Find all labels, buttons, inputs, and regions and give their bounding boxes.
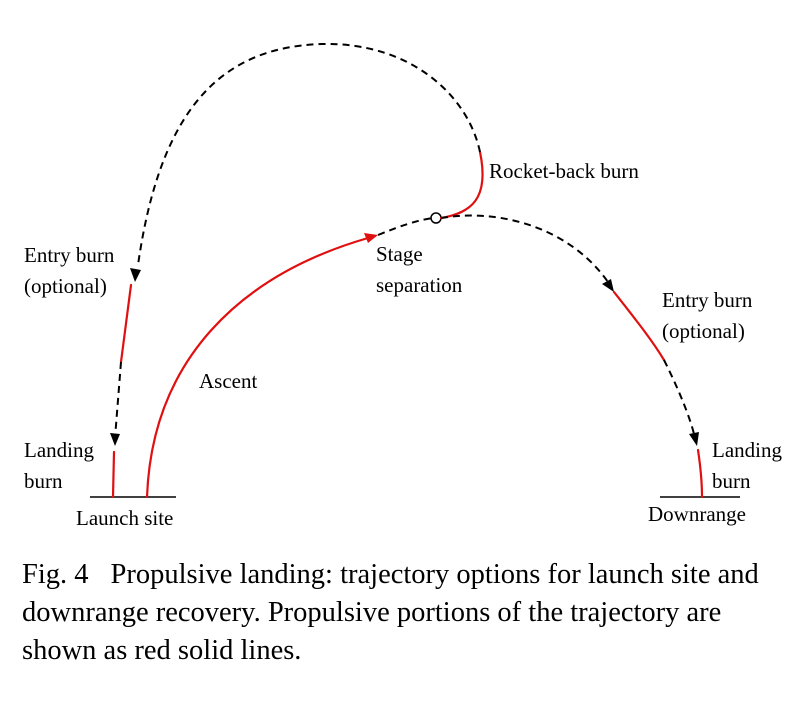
rocket-back-burn-path xyxy=(439,150,484,220)
figure-number: Fig. 4 xyxy=(22,559,89,590)
downrange-coast-path xyxy=(440,214,609,283)
ascent-path xyxy=(145,236,370,499)
trajectory-diagram: Rocket-back burn Stage separation Ascent… xyxy=(24,42,782,530)
left-landing-burn-label-line2: burn xyxy=(24,469,63,493)
caption-text: Propulsive landing: trajectory options f… xyxy=(22,559,759,666)
stage-separation-label-line1: Stage xyxy=(376,242,423,266)
rocket-back-burn-label: Rocket-back burn xyxy=(489,159,639,183)
coast-to-separation xyxy=(377,217,434,236)
launch-site-label: Launch site xyxy=(76,506,173,530)
downrange-arrowhead xyxy=(602,279,614,292)
left-entry-burn-label-line2: (optional) xyxy=(24,274,107,298)
right-entry-burn-label-line2: (optional) xyxy=(662,319,745,343)
return-loop-arrowhead xyxy=(130,268,141,282)
left-landing-burn-label-line1: Landing xyxy=(24,438,94,462)
left-entry-burn-label-line1: Entry burn xyxy=(24,243,115,267)
return-loop-path xyxy=(137,42,481,266)
ascent-arrowhead xyxy=(364,233,378,243)
stage-separation-marker xyxy=(430,212,442,224)
right-descent-arrowhead xyxy=(689,432,699,446)
left-landing-burn-path xyxy=(111,450,116,499)
right-descent-path xyxy=(663,359,695,435)
right-landing-burn-label-line2: burn xyxy=(712,469,751,493)
downrange-label: Downrange xyxy=(648,502,746,526)
ascent-label: Ascent xyxy=(199,369,257,393)
right-entry-burn-label-line1: Entry burn xyxy=(662,288,753,312)
stage-separation-label-line2: separation xyxy=(376,273,463,297)
left-entry-burn-path xyxy=(119,283,133,364)
right-landing-burn-path xyxy=(696,448,704,499)
left-descent-path xyxy=(114,361,122,439)
right-entry-burn-path xyxy=(612,290,666,362)
right-landing-burn-label-line1: Landing xyxy=(712,438,782,462)
left-descent-arrowhead xyxy=(110,433,120,446)
